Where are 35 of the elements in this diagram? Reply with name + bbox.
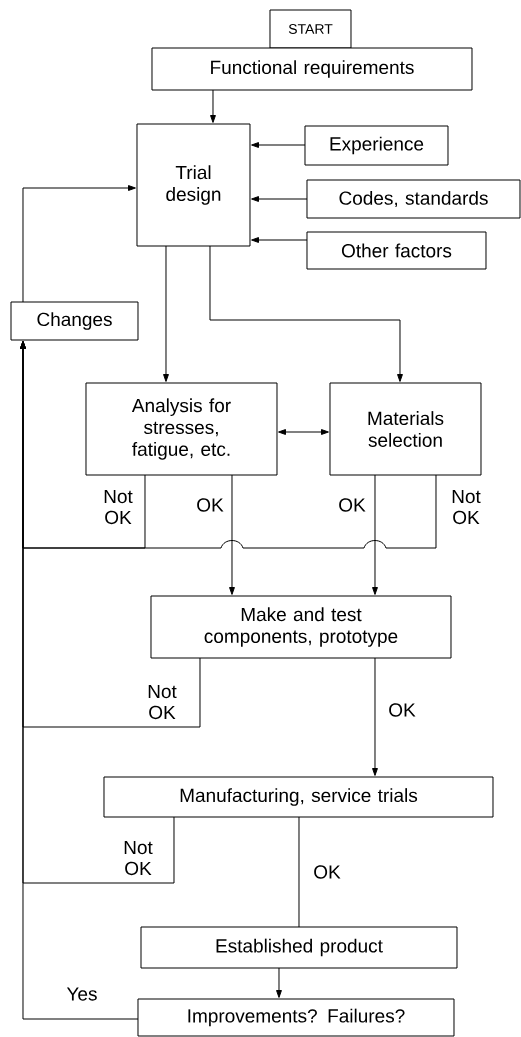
process-box: Experience — [304, 125, 449, 166]
edge-label: Not OK — [119, 839, 157, 877]
edge-label: OK — [383, 702, 421, 718]
process-box: Established product — [140, 926, 458, 969]
edge-label: OK — [333, 497, 371, 513]
arrow — [276, 967, 282, 998]
edge-label: Not OK — [99, 488, 137, 526]
edge-label: Not OK — [143, 683, 181, 721]
process-box: Other factors — [306, 231, 487, 270]
arrow — [20, 341, 139, 1020]
edge-label: OK — [191, 497, 229, 513]
arrow — [163, 245, 169, 382]
edge-label: Not OK — [447, 488, 485, 526]
arrow — [251, 142, 306, 148]
process-box: Codes, standards — [306, 179, 521, 219]
process-box: Materials selection — [329, 382, 482, 476]
arrow — [278, 429, 329, 435]
arrow — [372, 474, 378, 595]
arrow — [372, 657, 378, 776]
process-box: Analysis for stresses, fatigue, etc. — [85, 382, 278, 476]
process-box: Improvements? Failures? — [137, 998, 455, 1037]
arrow — [210, 89, 216, 123]
process-box: Changes — [10, 301, 139, 341]
process-box: Manufacturing, service trials — [103, 776, 494, 818]
arrow — [251, 196, 308, 202]
process-box: Make and test components, prototype — [150, 595, 452, 659]
arrow — [251, 237, 308, 243]
connector-line — [298, 816, 300, 928]
edge-label: Yes — [63, 986, 101, 1002]
edge-label: OK — [308, 864, 346, 880]
process-box: START — [269, 9, 352, 49]
process-box: Trial design — [136, 123, 251, 247]
arrow — [209, 245, 403, 382]
arrow — [22, 185, 136, 303]
arrow — [229, 474, 235, 595]
